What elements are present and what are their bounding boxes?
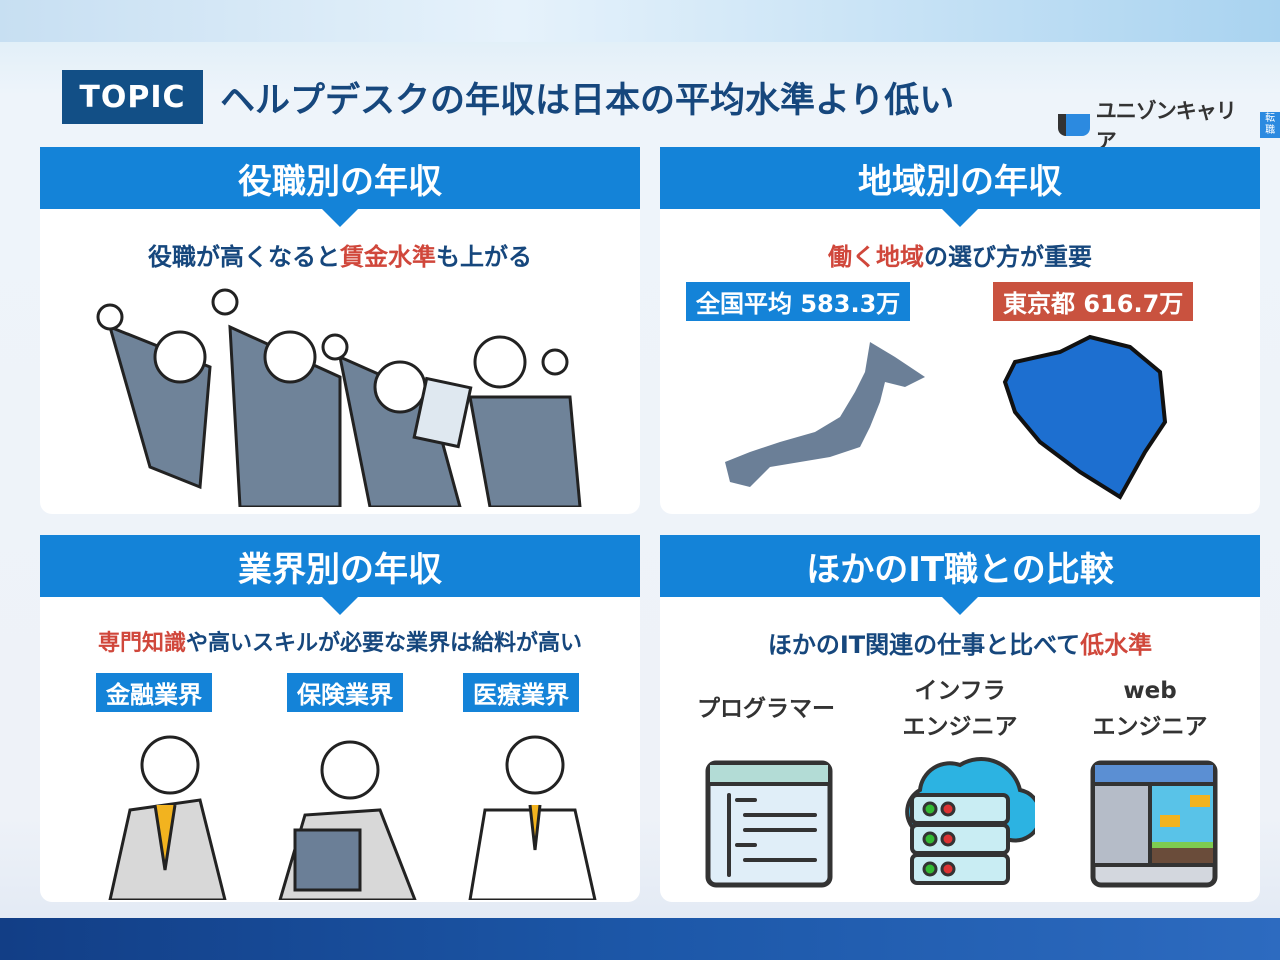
tokyo-average-label: 東京都 616.7万 — [993, 282, 1194, 321]
panel-subtitle: 役職が高くなると賃金水準も上がる — [148, 243, 532, 271]
cloud-server-icon — [905, 757, 1035, 885]
panel-subtitle: ほかのIT関連の仕事と比べて低水準 — [767, 631, 1153, 659]
panel-region-salary: 地域別の年収 働く地域の選び方が重要 全国平均 583.3万 東京都 616.7… — [660, 147, 1260, 514]
page-title: ヘルプデスクの年収は日本の平均水準より低い — [220, 81, 955, 121]
business-people-illustration — [96, 288, 582, 507]
code-editor-icon — [705, 760, 833, 888]
panel-title: 業界別の年収 — [40, 535, 640, 615]
panel-title: 地域別の年収 — [660, 147, 1260, 227]
web-browser-icon — [1090, 760, 1218, 888]
panel-subtitle: 専門知識や高いスキルが必要な業界は給料が高い — [97, 631, 583, 656]
industry-workers-illustration — [108, 735, 597, 900]
industry-tag-insurance: 保険業界 — [287, 673, 403, 712]
logo-badge: 転職 — [1260, 112, 1280, 138]
panel-title: 役職別の年収 — [40, 147, 640, 227]
job-label-programmer: プログラマー — [697, 696, 835, 722]
logo-text: ユニゾンキャリア — [1095, 99, 1237, 153]
panel-position-salary: 役職別の年収 役職が高くなると賃金水準も上がる — [40, 147, 640, 514]
panel-title: ほかのIT職との比較 — [660, 535, 1260, 615]
panel-it-comparison: ほかのIT職との比較 ほかのIT関連の仕事と比べて低水準 プログラマー インフラ… — [660, 535, 1260, 902]
topic-badge: TOPIC — [62, 70, 203, 124]
national-average-label: 全国平均 583.3万 — [686, 282, 911, 321]
panel-subtitle: 働く地域の選び方が重要 — [828, 243, 1092, 271]
logo-icon — [1058, 114, 1090, 136]
top-band — [0, 0, 1280, 42]
logo: ユニゾンキャリア 転職 — [1058, 95, 1280, 155]
tokyo-map-icon — [1002, 334, 1168, 500]
job-label-infra-engineer: インフラエンジニア — [902, 678, 1018, 740]
japan-map-icon — [725, 342, 925, 487]
bottom-band — [0, 918, 1280, 960]
industry-tag-medical: 医療業界 — [463, 673, 579, 712]
industry-tag-finance: 金融業界 — [96, 673, 212, 712]
panel-industry-salary: 業界別の年収 専門知識や高いスキルが必要な業界は給料が高い 金融業界 保険業界 … — [40, 535, 640, 902]
